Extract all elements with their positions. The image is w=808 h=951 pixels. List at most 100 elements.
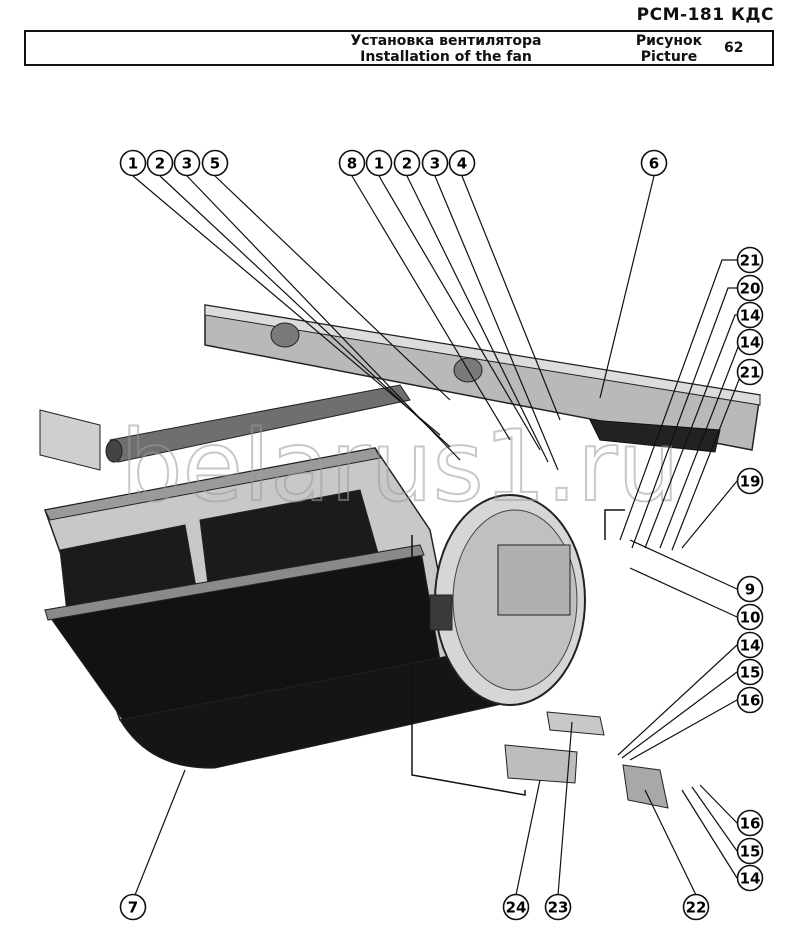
callout-3: 3 xyxy=(173,149,201,177)
callout-circle xyxy=(736,274,764,302)
callout-circle xyxy=(448,149,476,177)
fan-wheel-end xyxy=(429,494,586,706)
callout-14: 14 xyxy=(736,864,764,892)
callout-circle xyxy=(736,358,764,386)
callout-circle xyxy=(146,149,174,177)
callout-label: 16 xyxy=(740,692,761,710)
callout-circle xyxy=(736,467,764,495)
callout-label: 1 xyxy=(374,155,384,173)
callout-circle xyxy=(736,658,764,686)
title-russian: Установка вентилятора xyxy=(350,33,542,49)
callout-circle xyxy=(338,149,366,177)
callout-6: 6 xyxy=(640,149,668,177)
callout-1: 1 xyxy=(119,149,147,177)
callout-24: 24 xyxy=(502,893,530,921)
callout-14: 14 xyxy=(736,301,764,329)
callout-label: 10 xyxy=(740,609,761,627)
callout-10: 10 xyxy=(736,603,764,631)
callout-label: 5 xyxy=(210,155,220,173)
callout-label: 15 xyxy=(740,664,761,682)
callout-label: 14 xyxy=(740,334,761,352)
callout-7: 7 xyxy=(119,893,147,921)
callout-8: 8 xyxy=(338,149,366,177)
watermark-text: belarus1.ru xyxy=(120,410,679,524)
linkage-right xyxy=(604,509,625,540)
tube-rod xyxy=(105,384,411,463)
callout-circle xyxy=(736,246,764,274)
callout-label: 14 xyxy=(740,870,761,888)
callout-label: 3 xyxy=(430,155,440,173)
callout-22: 22 xyxy=(682,893,710,921)
callout-circle xyxy=(502,893,530,921)
callout-2: 2 xyxy=(393,149,421,177)
callout-circle xyxy=(173,149,201,177)
callout-circle xyxy=(736,603,764,631)
callout-circle xyxy=(682,893,710,921)
callout-5: 5 xyxy=(201,149,229,177)
callout-circle xyxy=(736,809,764,837)
callout-label: 14 xyxy=(740,307,761,325)
callout-circle xyxy=(544,893,572,921)
callout-label: 2 xyxy=(402,155,412,173)
callout-circle xyxy=(365,149,393,177)
grille-parts xyxy=(504,711,669,809)
title-block: Установка вентилятора Installation of th… xyxy=(24,30,774,66)
callout-label: 9 xyxy=(745,581,755,599)
callout-circle xyxy=(736,837,764,865)
callout-2: 2 xyxy=(146,149,174,177)
callout-label: 16 xyxy=(740,815,761,833)
callout-21: 21 xyxy=(736,246,764,274)
callout-label: 2 xyxy=(155,155,165,173)
callout-3: 3 xyxy=(421,149,449,177)
callout-circle xyxy=(736,631,764,659)
callout-circle xyxy=(736,686,764,714)
callout-circle xyxy=(201,149,229,177)
document-code: РСМ-181 КДС xyxy=(636,5,774,25)
callout-20: 20 xyxy=(736,274,764,302)
callout-14: 14 xyxy=(736,328,764,356)
callout-21: 21 xyxy=(736,358,764,386)
callout-circle xyxy=(736,328,764,356)
leader-lines xyxy=(132,175,750,896)
callout-1: 1 xyxy=(365,149,393,177)
callout-label: 8 xyxy=(347,155,357,173)
callout-label: 4 xyxy=(457,155,467,173)
linkage-frame xyxy=(411,535,526,796)
callout-label: 21 xyxy=(740,364,761,382)
callout-15: 15 xyxy=(736,658,764,686)
picture-number: 62 xyxy=(724,40,744,56)
callout-16: 16 xyxy=(736,809,764,837)
callout-label: 14 xyxy=(740,637,761,655)
callout-15: 15 xyxy=(736,837,764,865)
callout-16: 16 xyxy=(736,686,764,714)
picture-label-russian: Рисунок xyxy=(635,33,703,49)
callout-circle xyxy=(393,149,421,177)
callout-label: 23 xyxy=(548,899,569,917)
picture-label-english: Picture xyxy=(640,49,698,65)
callout-label: 21 xyxy=(740,252,761,270)
fan-housing xyxy=(43,447,522,769)
callout-circle xyxy=(119,149,147,177)
callout-circle xyxy=(736,301,764,329)
callout-label: 22 xyxy=(686,899,707,917)
callout-4: 4 xyxy=(448,149,476,177)
callout-14: 14 xyxy=(736,631,764,659)
callout-circle xyxy=(640,149,668,177)
left-bracket xyxy=(39,409,101,471)
callout-label: 19 xyxy=(740,473,761,491)
callout-circle xyxy=(736,575,764,603)
callout-9: 9 xyxy=(736,575,764,603)
callout-19: 19 xyxy=(736,467,764,495)
callout-circle xyxy=(119,893,147,921)
title-english: Installation of the fan xyxy=(360,49,532,65)
callout-label: 15 xyxy=(740,843,761,861)
callout-circle xyxy=(421,149,449,177)
callout-label: 3 xyxy=(182,155,192,173)
callout-label: 6 xyxy=(649,155,659,173)
callout-label: 24 xyxy=(506,899,527,917)
callout-label: 7 xyxy=(128,899,138,917)
callout-23: 23 xyxy=(544,893,572,921)
callout-label: 1 xyxy=(128,155,138,173)
